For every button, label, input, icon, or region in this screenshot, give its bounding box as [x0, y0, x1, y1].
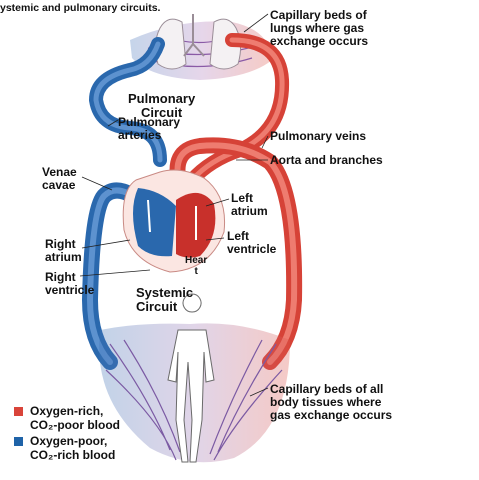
legend-item-oxygen-poor: Oxygen-poor, CO₂-rich blood [14, 434, 115, 462]
label-systemic-circuit: Systemic Circuit [136, 285, 194, 314]
figure-caption: ystemic and pulmonary circuits. [0, 2, 161, 14]
human-figure-icon [167, 293, 215, 463]
label-left-atrium: Left atrium [231, 191, 268, 218]
label-pulmonary-arteries: Pulmonary arteries [118, 115, 181, 142]
label-capillary-lungs: Capillary beds of lungs where gas exchan… [270, 8, 369, 48]
heart-icon [122, 169, 226, 273]
label-right-atrium: Right atrium [45, 237, 82, 264]
legend-item-oxygen-rich: Oxygen-rich, CO₂-poor blood [14, 404, 120, 432]
label-right-ventricle: Right ventricle [45, 270, 95, 297]
body-capillary-bed [99, 293, 290, 463]
legend-text-oxygen-poor: Oxygen-poor, CO₂-rich blood [30, 434, 116, 462]
label-pulmonary-veins: Pulmonary veins [270, 129, 367, 143]
label-heart: Hear t [185, 255, 208, 277]
leader-lines [79, 13, 269, 397]
label-left-ventricle: Left ventricle [227, 229, 277, 256]
legend-text-oxygen-rich: Oxygen-rich, CO₂-poor blood [30, 404, 120, 432]
label-capillary-body: Capillary beds of all body tissues where… [270, 382, 393, 422]
label-pulmonary-circuit: Pulmonary Circuit [128, 91, 196, 120]
label-aorta: Aorta and branches [270, 153, 383, 167]
legend-swatch-red [14, 407, 23, 416]
label-venae-cavae: Venae cavae [42, 165, 77, 192]
legend-swatch-blue [14, 437, 23, 446]
